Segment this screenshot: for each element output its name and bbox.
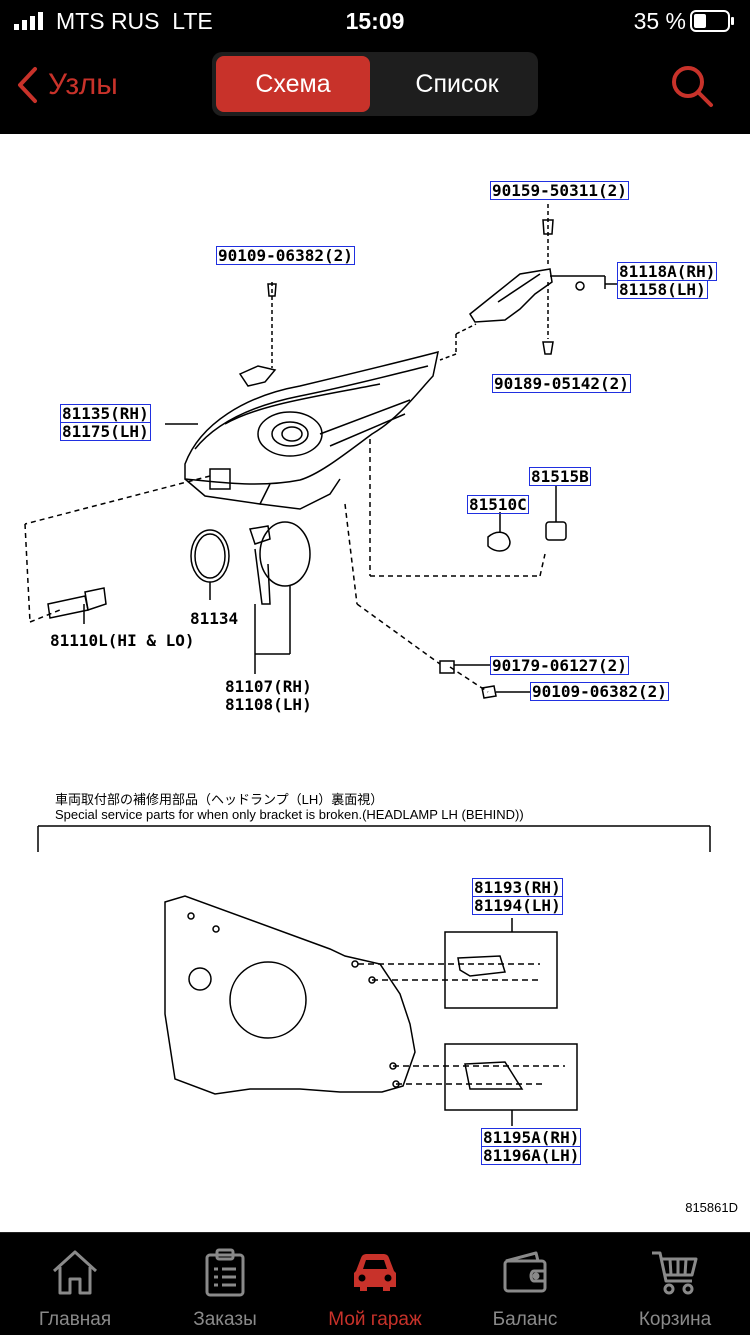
part-label[interactable]: 81107(RH) (225, 677, 312, 696)
back-button[interactable]: Узлы (16, 66, 118, 104)
socket-drawing (439, 486, 567, 699)
tab-label: Заказы (193, 1309, 257, 1330)
nav-bar: Узлы Схема Список (0, 44, 750, 134)
headlamp-assembly-drawing (184, 282, 439, 510)
part-label[interactable]: 81196A(LH) (481, 1146, 582, 1165)
part-label[interactable]: 90189-05142(2) (492, 374, 631, 393)
bulb-drawing (47, 587, 107, 624)
tab-balance[interactable]: Баланс (450, 1233, 600, 1335)
part-label[interactable]: 81175(LH) (60, 422, 151, 441)
view-segmented-control: Схема Список (212, 52, 538, 116)
battery-icon (690, 10, 734, 32)
part-label[interactable]: 90159-50311(2) (490, 181, 629, 200)
headlamp-back-drawing (164, 895, 416, 1095)
home-icon (52, 1250, 98, 1295)
segment-scheme[interactable]: Схема (216, 56, 370, 112)
diagram-code: 815861D (685, 1200, 738, 1215)
parts-diagram-view: 90159-50311(2) 90109-06382(2) 81118A(RH)… (0, 134, 750, 1232)
bracket-drawing (439, 204, 618, 361)
battery-percent: 35 % (633, 8, 686, 34)
part-label[interactable]: 81515B (529, 467, 591, 486)
tab-orders[interactable]: Заказы (150, 1233, 300, 1335)
car-icon (354, 1254, 396, 1291)
tab-cart[interactable]: Корзина (600, 1233, 750, 1335)
seal-cover-drawing (190, 521, 311, 674)
part-label[interactable]: 81134 (190, 609, 239, 628)
tab-label: Главная (38, 1309, 112, 1330)
part-label[interactable]: 81193(RH) (472, 878, 563, 897)
part-label[interactable]: 81158(LH) (617, 280, 708, 299)
status-bar: MTS RUS LTE 15:09 35 % (0, 0, 750, 44)
part-label[interactable]: 90109-06382(2) (216, 246, 355, 265)
tab-label: Баланс (492, 1309, 558, 1330)
note-english: Special service parts for when only brac… (55, 807, 524, 822)
tab-home[interactable]: Главная (0, 1233, 150, 1335)
tab-bar: Главная Заказы Мой гараж Баланс (0, 1232, 750, 1335)
part-label[interactable]: 90109-06382(2) (530, 682, 669, 701)
part-label[interactable]: 81135(RH) (60, 404, 151, 423)
chevron-left-icon (18, 67, 37, 103)
note-japanese: 車両取付部の補修用部品（ヘッドランプ（LH）裏面視） (55, 792, 384, 807)
part-label[interactable]: 81110L(HI & LO) (50, 631, 195, 650)
signal-icon (14, 12, 43, 30)
part-label[interactable]: 90179-06127(2) (490, 656, 629, 675)
search-icon[interactable] (670, 64, 714, 108)
cart-icon (652, 1251, 698, 1295)
segment-list[interactable]: Список (415, 69, 499, 98)
wallet-icon (503, 1251, 547, 1293)
tab-label: Корзина (638, 1309, 712, 1330)
tab-garage[interactable]: Мой гараж (300, 1233, 450, 1335)
part-label[interactable]: 81118A(RH) (617, 262, 718, 281)
back-label: Узлы (48, 68, 118, 101)
clock: 15:09 (345, 8, 405, 34)
parts-diagram (24, 204, 711, 1126)
tab-label: Мой гараж (328, 1309, 422, 1330)
carrier-label: MTS RUS LTE (56, 8, 213, 34)
orders-icon (205, 1248, 245, 1297)
part-label[interactable]: 81195A(RH) (481, 1128, 582, 1147)
part-label[interactable]: 81510C (467, 495, 529, 514)
part-label[interactable]: 81108(LH) (225, 695, 312, 714)
part-label[interactable]: 81194(LH) (472, 896, 563, 915)
